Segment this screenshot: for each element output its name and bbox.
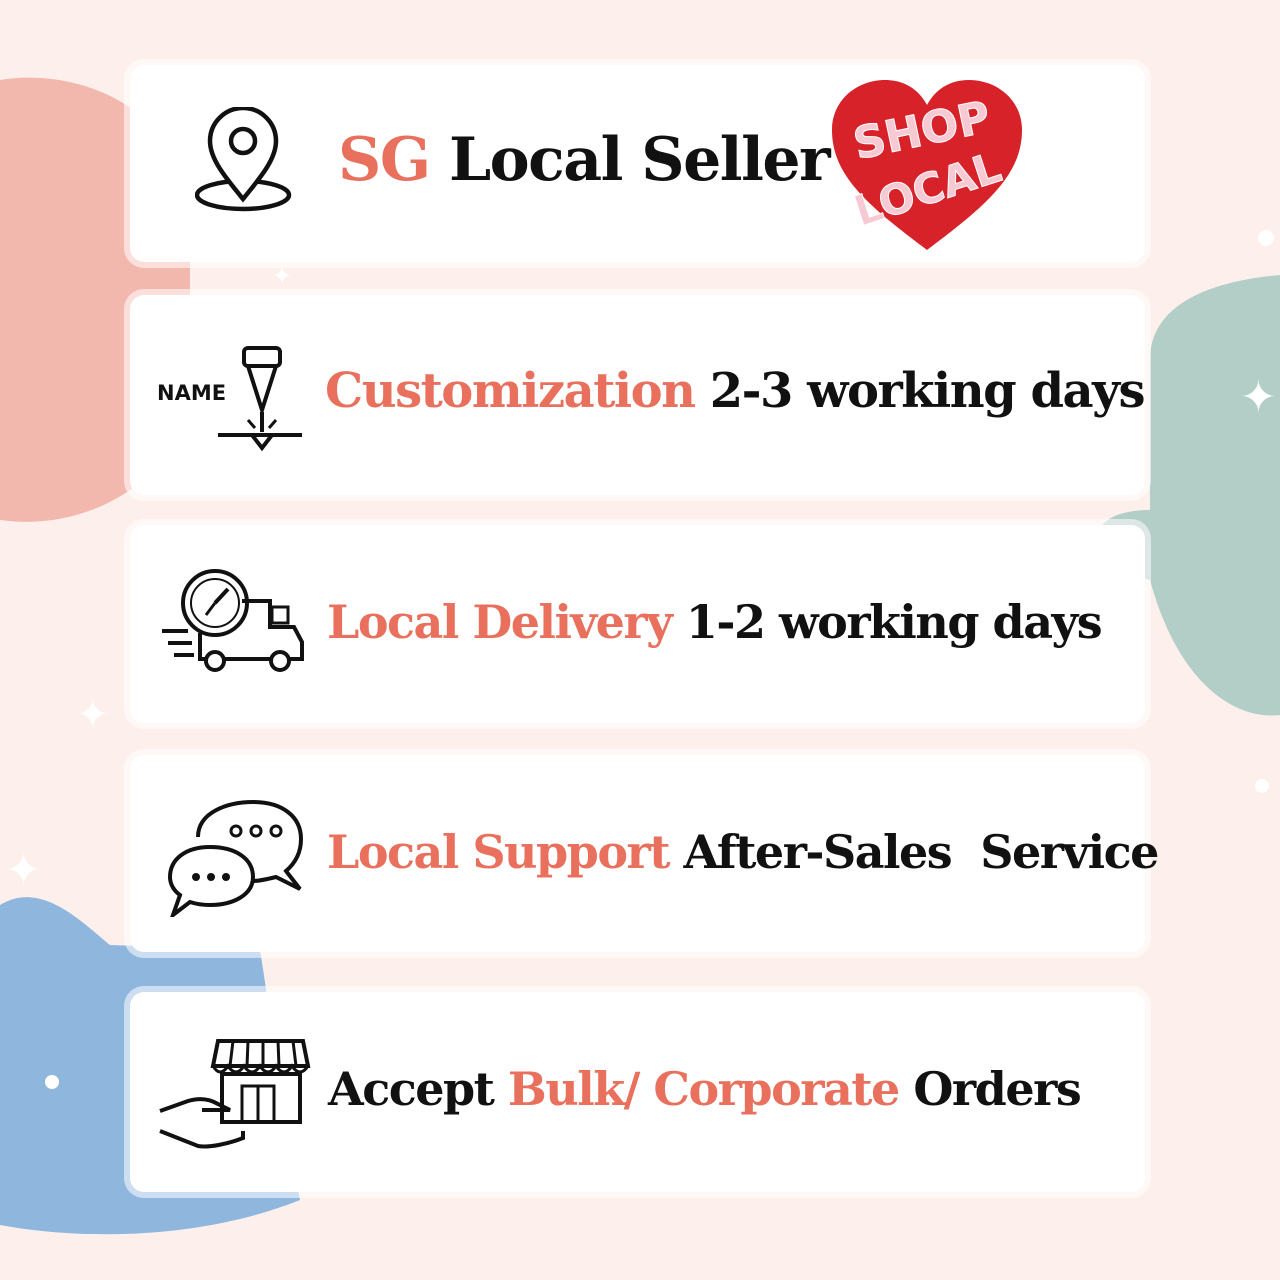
feature-card-bulk-orders: Accept Bulk/ Corporate Orders	[130, 992, 1145, 1192]
shop-local-heart-badge: SHOP LOCAL	[832, 80, 1022, 250]
headline-text: 2-3 working days	[694, 363, 1146, 419]
laser-engraving-icon: NAME	[157, 346, 302, 452]
sparkle-icon: ✦	[5, 845, 42, 896]
headline-accent: SG	[338, 125, 431, 195]
feature-headline: Customization 2-3 working days	[325, 363, 1146, 419]
feature-card-customization: NAME Customization 2-3 working days	[130, 295, 1146, 495]
sparkle-icon: ✦	[76, 692, 110, 738]
feature-headline: SG Local Seller	[338, 125, 831, 195]
headline-text: Orders	[898, 1062, 1081, 1116]
headline-text: After-Sales Service	[669, 825, 1160, 879]
headline-text: 1-2 working days	[671, 595, 1103, 649]
headline-accent: Customization	[325, 363, 696, 419]
feature-headline: Local Delivery 1-2 working days	[327, 595, 1103, 649]
feature-headline: Local Support After-Sales Service	[327, 825, 1160, 879]
headline-text: Accept	[328, 1062, 508, 1116]
feature-card-local-delivery: Local Delivery 1-2 working days	[130, 525, 1145, 723]
sparkle-icon: ✦	[1240, 372, 1277, 423]
headline-text: Local Seller	[429, 125, 831, 195]
feature-headline: Accept Bulk/ Corporate Orders	[328, 1062, 1082, 1116]
headline-accent: Local Delivery	[327, 595, 673, 649]
feature-card-local-support: Local Support After-Sales Service	[130, 755, 1159, 952]
engraving-label: NAME	[157, 381, 226, 405]
location-pin-icon	[195, 107, 292, 212]
headline-accent: Local Support	[327, 825, 671, 879]
sparkle-icon: ✦	[272, 262, 293, 290]
headline-accent: Bulk/ Corporate	[507, 1062, 900, 1116]
delivery-truck-clock-icon	[162, 569, 304, 672]
heart-icon	[832, 80, 1022, 250]
chat-bubbles-icon	[168, 799, 304, 917]
feature-card-local-seller: SG Local Seller SHOP LOCAL	[130, 65, 1145, 262]
hand-store-icon	[159, 1039, 311, 1149]
